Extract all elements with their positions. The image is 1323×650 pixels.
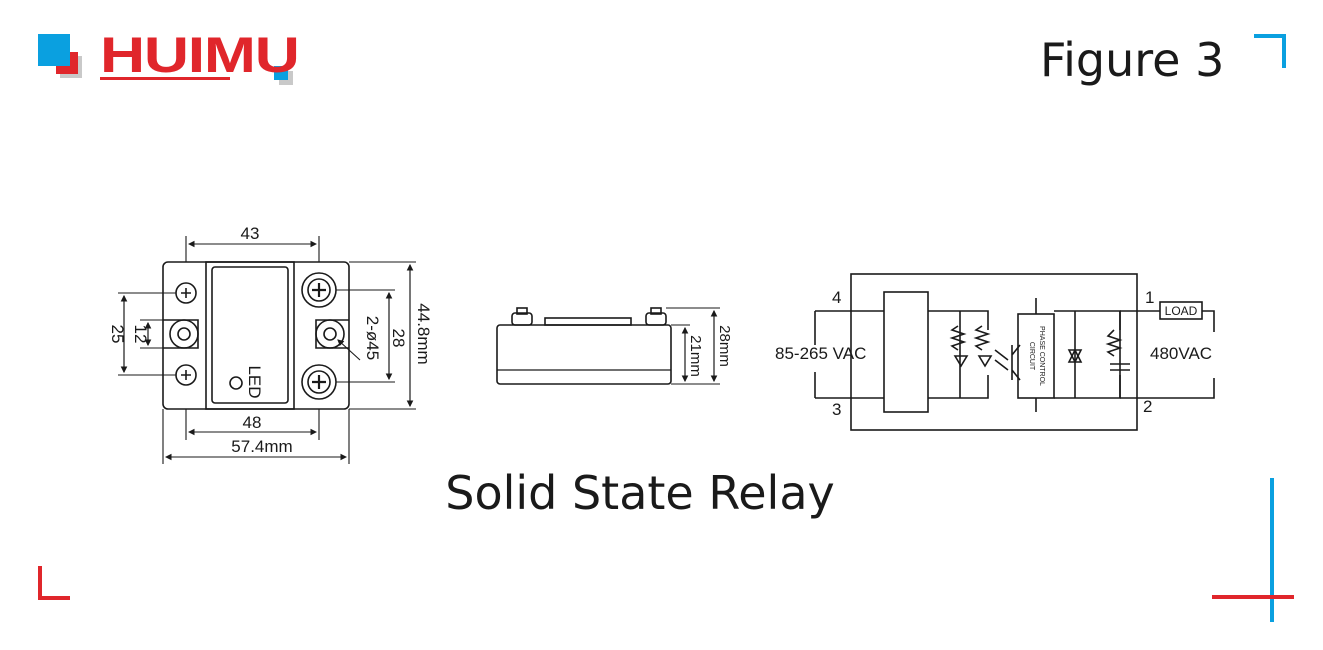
logo (38, 34, 298, 85)
caption: Solid State Relay (445, 466, 835, 520)
pin-2: 2 (1143, 397, 1152, 416)
top-view-label-panel (205, 261, 295, 410)
output-voltage-label: 480VAC (1150, 344, 1212, 363)
pin-1: 1 (1145, 288, 1154, 307)
logo-dot-blue (274, 66, 288, 80)
dim-right-44-8: 44.8mm (414, 303, 433, 364)
logo-wordmark: HUIMU (100, 27, 300, 83)
side-view-body (496, 324, 672, 385)
corner-bracket-bottom-left (38, 566, 70, 600)
phase-control-label-1: PHASE CONTROL (1038, 326, 1045, 386)
dim-left-12: 12 (131, 325, 150, 344)
mount-hole-left (169, 319, 199, 349)
phase-control-label-2: CIRCUIT (1028, 342, 1035, 371)
load-label: LOAD (1165, 304, 1198, 318)
circuit-housing (850, 273, 1138, 431)
dim-side-28: 28mm (716, 325, 733, 367)
dim-holes: 2-ø45 (363, 316, 382, 360)
dim-right-28: 28 (389, 329, 408, 348)
led-indicator (229, 376, 243, 390)
pin-3: 3 (832, 400, 841, 419)
side-view (496, 307, 720, 385)
dim-left-25: 25 (108, 325, 127, 344)
logo-square-blue (38, 34, 70, 66)
dim-bottom-57-4: 57.4mm (231, 437, 292, 456)
pin-4: 4 (832, 288, 841, 307)
led-label: LED (245, 365, 264, 398)
side-view-screw-right (645, 312, 667, 326)
input-block (883, 291, 929, 413)
crosshair-vertical (1270, 478, 1274, 622)
top-view (118, 236, 416, 464)
phase-control-box (1017, 313, 1055, 399)
figure-label: Figure 3 (1040, 33, 1225, 87)
dim-bottom-48: 48 (243, 413, 262, 432)
input-voltage-label: 85-265 VAC (775, 344, 866, 363)
crosshair-horizontal (1212, 595, 1294, 599)
dim-side-21: 21mm (687, 335, 704, 377)
dim-top-43: 43 (241, 224, 260, 243)
mount-hole-right (315, 319, 345, 349)
circuit (814, 273, 1215, 431)
side-view-screw-left (511, 312, 533, 326)
top-view-label-window (211, 266, 289, 404)
corner-bracket-top-right (1254, 34, 1286, 68)
side-view-label-ridge (544, 317, 632, 326)
logo-underline (100, 77, 230, 80)
